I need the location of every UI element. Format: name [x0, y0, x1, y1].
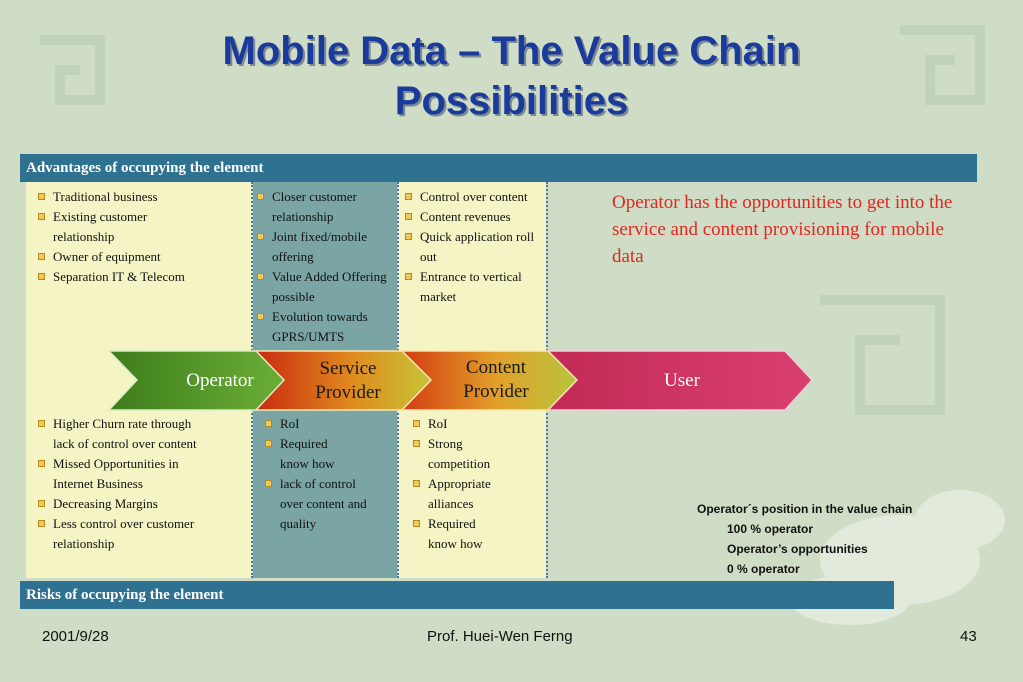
list-item: Appropriate	[409, 474, 544, 494]
bullet-icon	[257, 233, 264, 240]
service-provider-advantages: Closer customer relationship Joint fixed…	[253, 187, 413, 347]
list-item: Less control over customer	[34, 514, 249, 534]
content-provider-label: Content Provider	[426, 356, 566, 404]
legend-heading: Operator´s position in the value chain	[697, 502, 913, 516]
content-provider-line1: Content	[465, 357, 527, 378]
bullet-icon	[413, 480, 420, 487]
bullet-icon	[38, 273, 45, 280]
list-item: quality	[280, 516, 317, 531]
list-item: relationship	[53, 229, 115, 244]
bullet-icon	[413, 440, 420, 447]
content-provider-advantages: Control over content Content revenues Qu…	[401, 187, 561, 307]
service-provider-line1: Service	[319, 358, 377, 379]
operator-arrow	[107, 350, 286, 411]
list-item: lack of control over content	[53, 436, 197, 451]
list-item: Separation IT & Telecom	[34, 267, 249, 287]
advantages-band: Advantages of occupying the element	[20, 154, 977, 182]
operator-advantages: Traditional business Existing customer r…	[34, 187, 249, 287]
bullet-icon	[257, 193, 264, 200]
bullet-icon	[413, 520, 420, 527]
bullet-icon	[38, 520, 45, 527]
content-provider-risks: RoI Strong competition Appropriate allia…	[409, 414, 544, 554]
bullet-icon	[257, 313, 264, 320]
list-item: RoI	[409, 414, 544, 434]
list-item: over content and	[280, 496, 367, 511]
risks-band: Risks of occupying the element	[20, 581, 894, 609]
service-provider-risks: RoI Required know how lack of control ov…	[261, 414, 396, 534]
list-item: out	[420, 249, 437, 264]
bullet-icon	[38, 253, 45, 260]
bullet-icon	[38, 193, 45, 200]
operator-label: Operator	[186, 370, 254, 391]
list-item: Content revenues	[401, 207, 561, 227]
list-item: Traditional business	[34, 187, 249, 207]
bullet-icon	[257, 273, 264, 280]
list-item: lack of control	[261, 474, 396, 494]
legend-item-opportunities: Operator’s opportunities	[727, 542, 868, 556]
footer-page-number: 43	[960, 628, 977, 645]
list-item: Joint fixed/mobile	[253, 227, 413, 247]
list-item: know how	[428, 536, 483, 551]
footer-date: 2001/9/28	[42, 628, 109, 645]
list-item: market	[420, 289, 457, 304]
bullet-icon	[265, 480, 272, 487]
user-label: User	[664, 370, 700, 391]
list-item: Existing customer	[34, 207, 249, 227]
list-item: competition	[428, 456, 491, 471]
bullet-icon	[413, 420, 420, 427]
bullet-icon	[38, 500, 45, 507]
list-item: Closer customer	[253, 187, 413, 207]
list-item: Quick application roll	[401, 227, 561, 247]
list-item: relationship	[53, 536, 115, 551]
operator-opportunity-note: Operator has the opportunities to get in…	[612, 192, 953, 267]
list-item: offering	[272, 249, 314, 264]
list-item: Strong	[409, 434, 544, 454]
list-item: Internet Business	[53, 476, 143, 491]
slide-title: Mobile Data – The Value Chain Possibilit…	[0, 26, 1023, 126]
list-item: Evolution towards	[253, 307, 413, 327]
list-item: Missed Opportunities in	[34, 454, 249, 474]
content-provider-line2: Provider	[463, 381, 529, 402]
service-provider-line2: Provider	[315, 382, 381, 403]
list-item: Owner of equipment	[34, 247, 249, 267]
list-item: know how	[280, 456, 335, 471]
list-item: Required	[409, 514, 544, 534]
bullet-icon	[38, 213, 45, 220]
list-item: Entrance to vertical	[401, 267, 561, 287]
operator-risks: Higher Churn rate through lack of contro…	[34, 414, 249, 554]
bullet-icon	[265, 420, 272, 427]
list-item: Required	[261, 434, 396, 454]
bullet-icon	[38, 460, 45, 467]
bullet-icon	[405, 273, 412, 280]
position-legend: Operator´s position in the value chain 1…	[697, 499, 937, 579]
list-item: Decreasing Margins	[34, 494, 249, 514]
bullet-icon	[265, 440, 272, 447]
bullet-icon	[405, 213, 412, 220]
list-item: GPRS/UMTS	[272, 329, 345, 344]
list-item: alliances	[428, 496, 474, 511]
bullet-icon	[38, 420, 45, 427]
list-item: possible	[272, 289, 315, 304]
footer-author: Prof. Huei-Wen Ferng	[427, 628, 573, 645]
list-item: Value Added Offering	[253, 267, 413, 287]
bullet-icon	[405, 193, 412, 200]
title-line-2: Possibilities	[394, 79, 629, 123]
list-item: Control over content	[401, 187, 561, 207]
list-item: Higher Churn rate through	[34, 414, 249, 434]
list-item: RoI	[261, 414, 396, 434]
service-provider-label: Service Provider	[278, 357, 418, 405]
title-line-1: Mobile Data – The Value Chain	[222, 29, 801, 73]
legend-item-zero: 0 % operator	[727, 562, 800, 576]
bullet-icon	[405, 233, 412, 240]
list-item: relationship	[272, 209, 334, 224]
legend-item-full: 100 % operator	[727, 522, 814, 536]
